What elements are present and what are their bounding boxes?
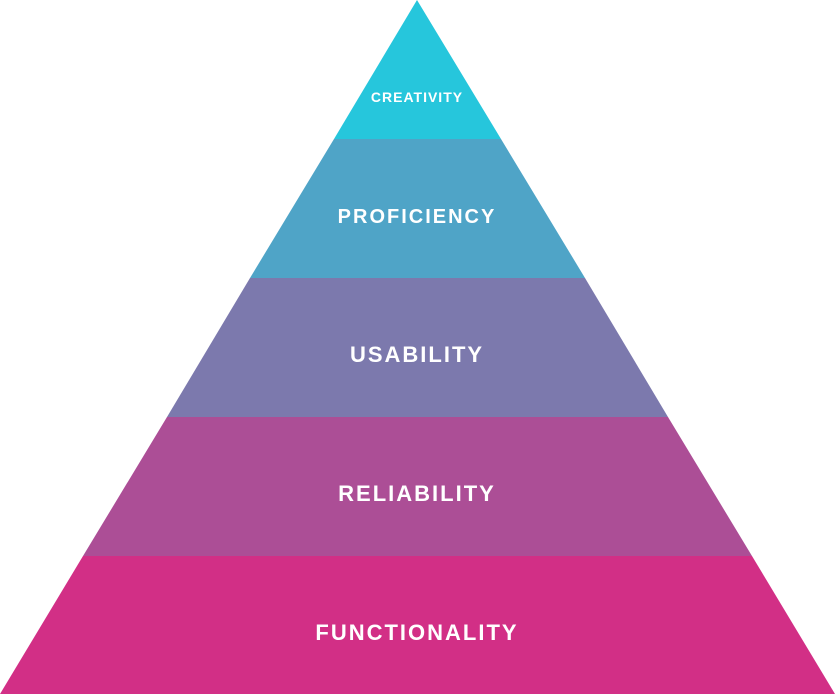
tier-functionality-shape bbox=[0, 556, 835, 694]
tier-reliability-label: RELIABILITY bbox=[338, 481, 496, 506]
tier-usability-shape bbox=[167, 278, 668, 417]
tier-proficiency-shape bbox=[250, 139, 585, 278]
tier-usability-label: USABILITY bbox=[350, 342, 484, 367]
tier-creativity-shape bbox=[334, 0, 501, 139]
tier-functionality-label: FUNCTIONALITY bbox=[315, 620, 518, 645]
tier-proficiency-label: PROFICIENCY bbox=[338, 206, 497, 228]
tier-reliability-shape bbox=[83, 417, 752, 556]
tier-creativity-label: CREATIVITY bbox=[371, 89, 463, 105]
